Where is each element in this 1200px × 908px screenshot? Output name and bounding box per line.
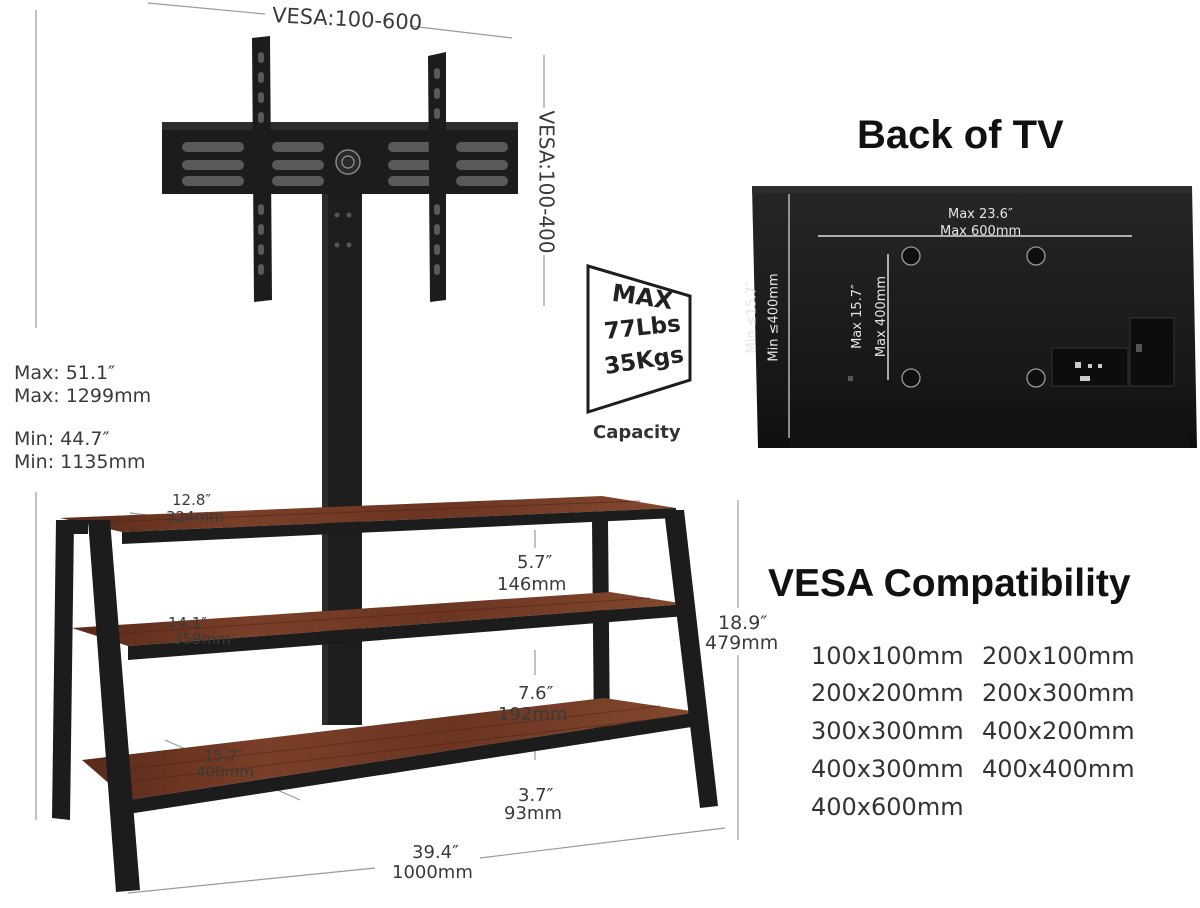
gap-floor-mm: 93mm [504, 803, 562, 824]
bottom-depth-mm: 400mm [196, 763, 254, 781]
mount-arms [252, 36, 446, 302]
tv-max-width-mm: Max 600mm [940, 224, 1022, 239]
min-height-mm: Min: 1135mm [14, 451, 146, 473]
vesa-item: 200x300mm [982, 679, 1135, 707]
vesa-item: 400x400mm [982, 755, 1135, 783]
vesa-item: 200x100mm [982, 642, 1135, 670]
vesa-item: 400x200mm [982, 717, 1135, 745]
width-mm: 1000mm [392, 862, 473, 883]
bottom-depth-in: 15.7″ [204, 747, 244, 765]
top-depth-mm: 324mm [166, 508, 224, 526]
stand-frame [52, 520, 610, 820]
vesa-item: 200x200mm [811, 679, 964, 707]
back-of-tv-title: Back of TV [857, 113, 1064, 157]
vesa-item: 100x100mm [811, 642, 964, 670]
gap-top-mm: 146mm [497, 574, 567, 595]
vesa-item: 400x300mm [811, 755, 964, 783]
vesa-item: 300x300mm [811, 717, 964, 745]
vesa-item: 400x600mm [811, 793, 964, 821]
max-height-in: Max: 51.1″ [14, 362, 116, 384]
shelf-height-mm: 479mm [705, 632, 779, 654]
tv-min-height-mm: Min ≤400mm [766, 273, 782, 362]
shelf-bottom [82, 698, 698, 814]
gap-top-in: 5.7″ [517, 552, 553, 573]
mid-depth-mm: 359mm [173, 630, 231, 648]
tv-back-panel [752, 186, 1197, 448]
vesa-height-label: VESA:100-400 [534, 110, 559, 254]
min-height-in: Min: 44.7″ [14, 428, 110, 450]
max-height-mm: Max: 1299mm [14, 385, 152, 407]
vesa-compat-title: VESA Compatibility [768, 562, 1131, 605]
tv-min-height-in: Min ≤15.7″ [744, 281, 760, 354]
gap-mid-in: 7.6″ [518, 683, 554, 704]
width-in: 39.4″ [412, 842, 459, 863]
gap-floor-in: 3.7″ [518, 785, 554, 806]
tv-max-height-in: Max 15.7″ [849, 284, 865, 349]
capacity-badge [586, 263, 692, 415]
mid-depth-in: 14.1″ [168, 614, 208, 632]
capacity-label: Capacity [593, 422, 681, 443]
shelf-top [60, 496, 676, 544]
top-depth-in: 12.8″ [172, 491, 212, 509]
tv-max-height-mm: Max 400mm [874, 275, 890, 358]
shelf-height-in: 18.9″ [718, 612, 768, 634]
mount-bracket [162, 122, 518, 194]
tv-max-width-in: Max 23.6″ [948, 207, 1013, 222]
gap-mid-mm: 192mm [498, 704, 568, 725]
